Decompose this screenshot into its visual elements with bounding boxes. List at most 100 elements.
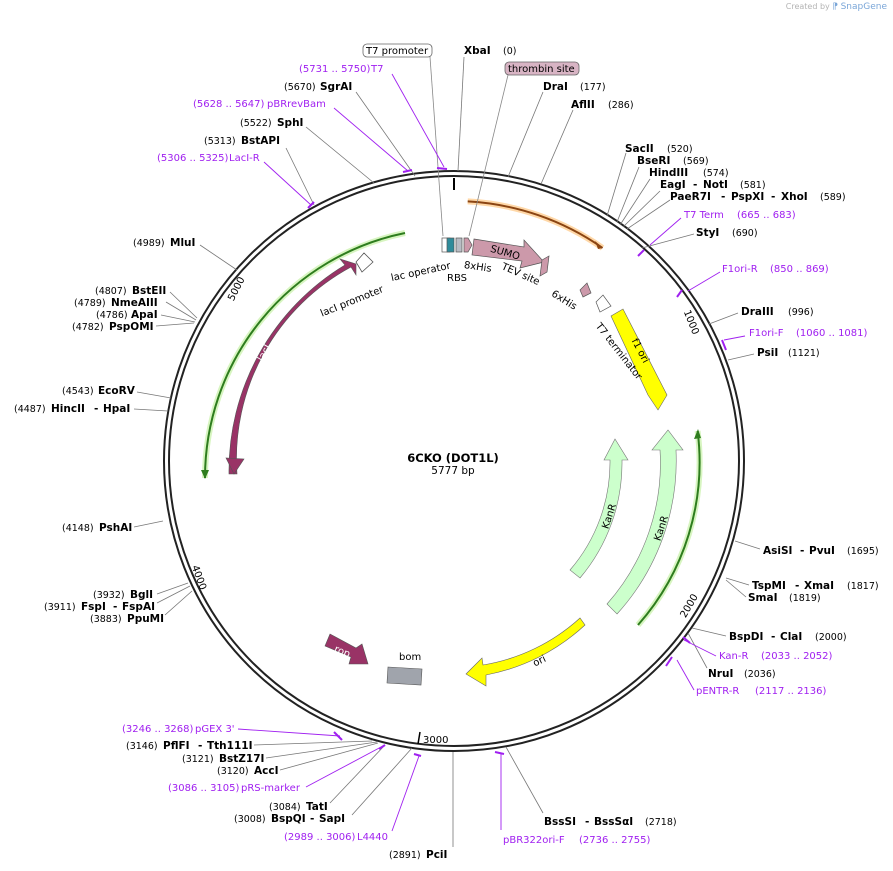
svg-text:(574): (574) (703, 168, 729, 179)
thrombin-site-leader (468, 74, 509, 237)
site-psii[interactable]: PsiI (1121) (727, 347, 820, 361)
svg-text:(4543): (4543) (62, 386, 94, 397)
site-tati[interactable]: (3084) TatI (269, 744, 386, 813)
tev-site-feature[interactable] (539, 255, 550, 277)
t7-promoter-callout-box[interactable] (362, 43, 433, 58)
primer-t7-term[interactable]: T7 Term (665 .. 683) (637, 210, 796, 257)
site-sacii[interactable]: SacII (520) (606, 143, 693, 217)
his8-label: 8xHis (463, 260, 492, 275)
site-pflfi-tth111i[interactable]: (3146) PflFI - Tth111I (126, 740, 373, 752)
site-bsssi-bssssai[interactable]: BssSI - BssSαI (2718) (505, 746, 677, 828)
rbs-feature[interactable] (446, 237, 455, 253)
svg-text:(3084): (3084) (269, 802, 301, 813)
site-draiii[interactable]: DraIII (996) (708, 306, 814, 325)
site-asisi-pvui[interactable]: AsiSI - PvuI (1695) (734, 540, 879, 557)
svg-text:MluI: MluI (170, 237, 195, 249)
site-pcii[interactable]: (2891) PciI (389, 752, 454, 861)
site-hincii-hpai[interactable]: (4487) HincII - HpaI (14, 403, 169, 415)
f1-ori-feature[interactable] (610, 308, 668, 411)
svg-text:(3121): (3121) (182, 754, 214, 765)
kanr-feature-2[interactable] (606, 429, 684, 615)
svg-text:(1819): (1819) (789, 593, 821, 604)
site-bspdi-clai[interactable]: BspDI - ClaI (2000) (691, 627, 847, 643)
site-bstapi[interactable]: (5313) BstAPI (204, 135, 315, 206)
site-drai[interactable]: DraI (177) (507, 81, 606, 178)
svg-text:(2736 .. 2755): (2736 .. 2755) (579, 835, 651, 846)
site-sphi[interactable]: (5522) SphI (240, 117, 375, 184)
svg-text:(2000): (2000) (815, 632, 847, 643)
tick-4000-label: 4000 (189, 564, 208, 592)
primer-t7[interactable]: (5731 .. 5750) T7 (299, 64, 448, 170)
site-bseri[interactable]: BseRI (569) (616, 155, 709, 223)
svg-text:BssSαI: BssSαI (594, 816, 633, 828)
site-tspmi-xmai[interactable]: TspMI - XmaI (1817) (725, 577, 879, 592)
site-pshai[interactable]: (4148) PshAI (62, 520, 164, 534)
site-bstz17i[interactable]: (3121) BstZ17I (182, 741, 378, 765)
svg-text:-: - (771, 631, 775, 643)
thrombin-site-callout-box[interactable] (504, 61, 580, 76)
primer-f1ori-r[interactable]: F1ori-R (850 .. 869) (676, 264, 829, 298)
site-pspomi[interactable]: (4782) PspOMI (72, 321, 195, 333)
site-fspi-fspai[interactable]: (3911) FspI - FspAI (44, 585, 191, 613)
primer-pentr-r[interactable]: pENTR-R (2117 .. 2136) (665, 656, 827, 697)
laci-feature-arrowhead (225, 457, 245, 475)
his8-feature[interactable] (455, 237, 463, 253)
svg-text:TatI: TatI (306, 801, 328, 813)
site-ecorv[interactable]: (4543) EcoRV (62, 385, 172, 399)
site-ppumi[interactable]: (3883) PpuMI (90, 590, 193, 625)
his6-feature[interactable] (579, 282, 592, 298)
kanr-feature-1[interactable] (569, 438, 629, 579)
site-nrui[interactable]: NruI (2036) (687, 632, 776, 680)
ori-label: ori (531, 654, 548, 670)
primer-kan-r[interactable]: Kan-R (2033 .. 2052) (682, 636, 833, 662)
site-mlui[interactable]: (4989) MluI (133, 237, 238, 271)
primer-pbrrevbam[interactable]: (5628 .. 5647) pBRrevBam (193, 99, 413, 173)
site-bsteii[interactable]: (4807) BstEII (95, 285, 198, 319)
site-styi[interactable]: StyI (690) (641, 227, 758, 249)
rop-feature[interactable] (324, 633, 369, 665)
primer-laci-r[interactable]: (5306 .. 5325) LacI-R (157, 153, 315, 209)
orf-arc-right (637, 430, 701, 626)
site-acci[interactable]: (3120) AccI (217, 742, 379, 777)
sumo-feature[interactable] (471, 238, 545, 269)
svg-text:XmaI: XmaI (804, 580, 834, 592)
site-sgrai[interactable]: (5670) SgrAI (284, 81, 416, 177)
svg-text:SacII: SacII (625, 143, 654, 155)
orf-arc-top (467, 200, 604, 249)
primer-l4440[interactable]: (2989 .. 3006) L4440 (284, 753, 422, 843)
site-bgli[interactable]: (3932) BglI (93, 582, 189, 601)
site-hindiii[interactable]: HindIII (574) (619, 167, 729, 226)
laci-feature[interactable] (228, 258, 357, 475)
site-nmeaiii[interactable]: (4789) NmeAIII (74, 297, 197, 321)
svg-text:PciI: PciI (426, 849, 447, 861)
svg-text:pRS-marker: pRS-marker (241, 783, 301, 794)
tick-2000-label: 2000 (679, 592, 701, 620)
orf-arc-left-arrowhead (201, 470, 209, 479)
site-paer7i-pspxi-xhoi[interactable]: PaeR7I - PspXI - XhoI (589) (626, 191, 846, 230)
svg-text:AccI: AccI (254, 765, 278, 777)
primer-f1ori-f[interactable]: F1ori-F (1060 .. 1081) (721, 328, 868, 351)
site-xbai[interactable]: XbaI (0) (457, 45, 516, 172)
primer-prs-marker[interactable]: (3086 .. 3105) pRS-marker (168, 744, 386, 794)
svg-text:(1121): (1121) (788, 348, 820, 359)
ori-feature[interactable] (465, 617, 586, 687)
svg-text:SmaI: SmaI (748, 592, 778, 604)
thrombin-site-feature[interactable] (463, 237, 473, 253)
site-bspqi-sapi[interactable]: (3008) BspQI - SapI (234, 747, 413, 825)
laci-promoter-feature[interactable] (355, 252, 374, 273)
svg-text:(5313): (5313) (204, 136, 236, 147)
site-apai[interactable]: (4786) ApaI (96, 309, 196, 323)
svg-text:(520): (520) (667, 144, 693, 155)
primer-pbr322ori-f[interactable]: pBR322ori-F (2736 .. 2755) (494, 751, 651, 846)
t7-terminator-feature[interactable] (595, 294, 612, 313)
primer-pgex-3[interactable]: (3246 .. 3268) pGEX 3' (122, 724, 343, 741)
site-eagi-noti[interactable]: EagI - NotI (581) (622, 179, 766, 228)
orf-arc-left (204, 232, 406, 479)
bom-feature[interactable] (386, 666, 423, 686)
site-smai[interactable]: SmaI (1819) (725, 579, 821, 604)
svg-text:HincII: HincII (51, 403, 85, 415)
site-aflii[interactable]: AflII (286) (540, 99, 634, 185)
svg-text:PflFI: PflFI (163, 740, 190, 752)
snapgene-credit: Created by ⁋ SnapGene (786, 2, 887, 12)
